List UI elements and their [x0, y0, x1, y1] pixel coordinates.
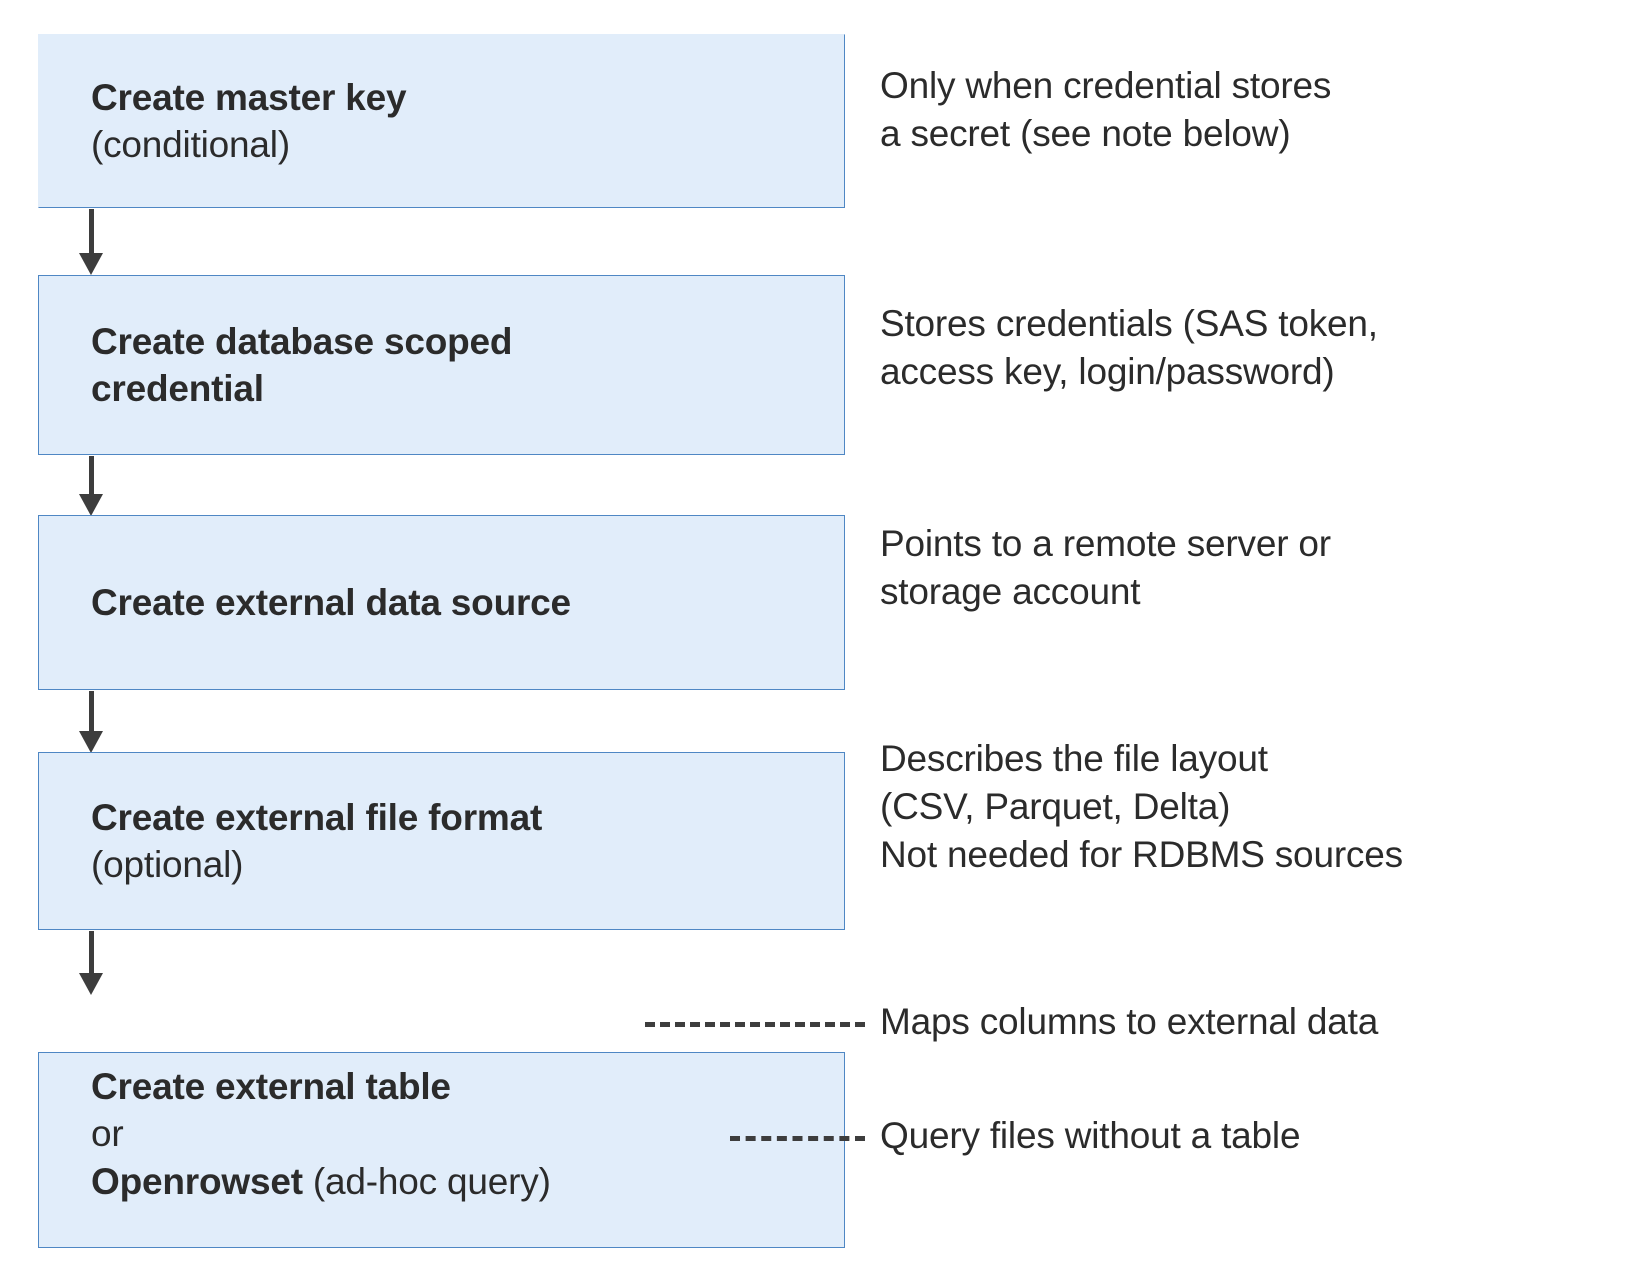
step-box-create-external-table-or-openrowset[interactable]: Create external table or Openrowset (ad-…	[38, 1052, 845, 1248]
step-box-text: Create external file format (optional)	[39, 794, 844, 889]
step-box-create-database-scoped-credential[interactable]: Create database scoped credential	[38, 275, 845, 455]
step-label-create-database-scoped-credential: Create database scoped	[91, 320, 513, 362]
step-box-create-external-data-source[interactable]: Create external data source	[38, 515, 845, 690]
dashed-connector-external-table	[645, 1022, 865, 1027]
step-box-create-external-file-format[interactable]: Create external file format (optional)	[38, 752, 845, 930]
note-create-external-table: Maps columns to external data	[880, 1001, 1379, 1042]
step-box-text: Create external table or Openrowset (ad-…	[39, 1053, 844, 1205]
step-label-create-external-data-source: Create external data source	[91, 581, 571, 623]
note-openrowset: Query files without a table	[880, 1115, 1301, 1156]
flow-arrow-4-icon	[78, 931, 104, 995]
step-sublabel-conditional: (conditional)	[91, 124, 290, 165]
step-box-create-master-key[interactable]: Create master key (conditional)	[38, 34, 845, 208]
note-create-master-key: Only when credential stores a secret (se…	[880, 65, 1332, 155]
step-label-or: or	[91, 1113, 124, 1155]
flow-arrow-1-icon	[78, 209, 104, 275]
flow-arrow-3-icon	[78, 691, 104, 753]
step-box-text: Create database scoped credential	[39, 318, 844, 413]
step-label-credential-line2: credential	[91, 368, 264, 409]
step-label-openrowset-suffix: (ad-hoc query)	[302, 1160, 551, 1202]
flow-arrow-2-icon	[78, 456, 104, 516]
step-label-create-external-file-format: Create external file format	[91, 796, 543, 838]
step-label-openrowset: Openrowset	[91, 1160, 303, 1202]
step-label-create-external-table: Create external table	[91, 1066, 451, 1107]
step-label-create-master-key: Create master key	[91, 76, 407, 118]
dashed-connector-openrowset	[730, 1136, 865, 1141]
step-label-openrowset-row: Openrowset (ad-hoc query)	[91, 1158, 830, 1205]
step-box-text: Create master key (conditional)	[39, 74, 844, 169]
step-box-text: Create external data source	[39, 579, 844, 626]
note-create-external-file-format: Describes the file layout (CSV, Parquet,…	[880, 738, 1403, 876]
step-sublabel-optional: (optional)	[91, 844, 244, 885]
note-create-database-scoped-credential: Stores credentials (SAS token, access ke…	[880, 303, 1378, 393]
note-create-external-data-source: Points to a remote server or storage acc…	[880, 523, 1331, 613]
